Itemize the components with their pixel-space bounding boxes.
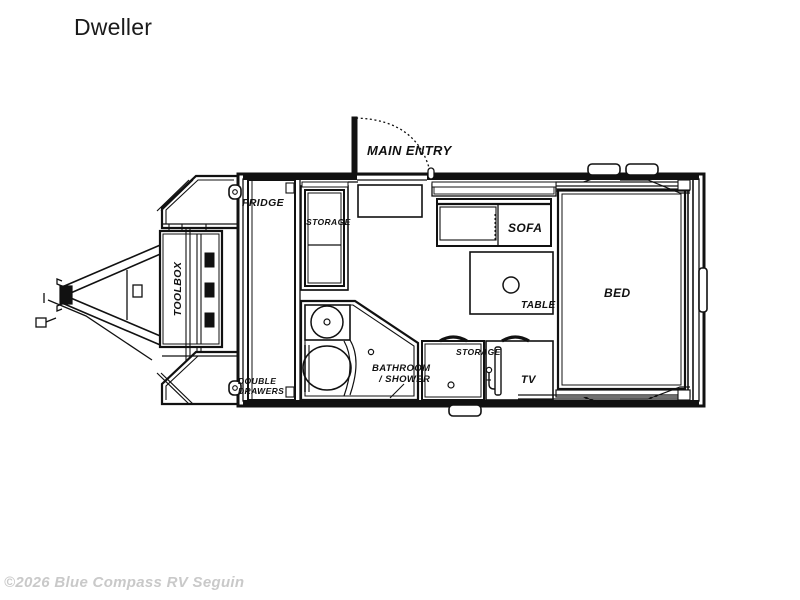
label-fridge: FRIDGE xyxy=(242,197,285,209)
table-group xyxy=(469,251,554,315)
sofa-group xyxy=(431,183,557,247)
label-bathroom-line1: BATHROOM xyxy=(372,363,431,374)
front-nose-lower xyxy=(156,350,240,406)
bottom-wall-band xyxy=(518,386,690,400)
fridge-run xyxy=(247,179,296,401)
copyright-watermark: ©2026 Blue Compass RV Seguin xyxy=(4,574,245,591)
toolbox-group xyxy=(158,227,224,405)
label-sofa: SOFA xyxy=(508,221,542,235)
bottom-vent xyxy=(448,404,482,417)
entry-overhead-cabinet xyxy=(348,181,423,218)
label-double-drawers-line2: DRAWERS xyxy=(238,386,284,396)
label-bed: BED xyxy=(604,286,631,300)
front-wall-latches xyxy=(228,184,242,396)
bathroom-shower-group xyxy=(299,299,420,402)
storage-upper-cabinet xyxy=(300,185,349,291)
page-title: Dweller xyxy=(74,14,153,40)
front-nose-upper xyxy=(156,174,240,230)
tv-group xyxy=(485,335,554,401)
storage-lower-cabinet xyxy=(421,335,485,401)
label-toolbox: TOOLBOX xyxy=(172,261,184,316)
label-bathroom-line2: / SHOWER xyxy=(378,374,430,385)
label-double-drawers-line1: DOUBLE xyxy=(238,376,276,386)
a-frame-tongue-group xyxy=(35,242,166,361)
label-storage-lower: STORAGE xyxy=(456,347,501,357)
label-main-entry: MAIN ENTRY xyxy=(367,143,453,158)
label-storage-upper: STORAGE xyxy=(306,217,351,227)
main-entry-door-group xyxy=(351,116,435,181)
bed-group xyxy=(555,175,691,404)
rear-window xyxy=(698,267,708,313)
label-tv: TV xyxy=(521,374,537,386)
label-table: TABLE xyxy=(521,300,556,311)
rear-corner-caps xyxy=(677,179,691,401)
roof-vents xyxy=(587,163,659,176)
top-wall-counter-band xyxy=(301,179,690,194)
